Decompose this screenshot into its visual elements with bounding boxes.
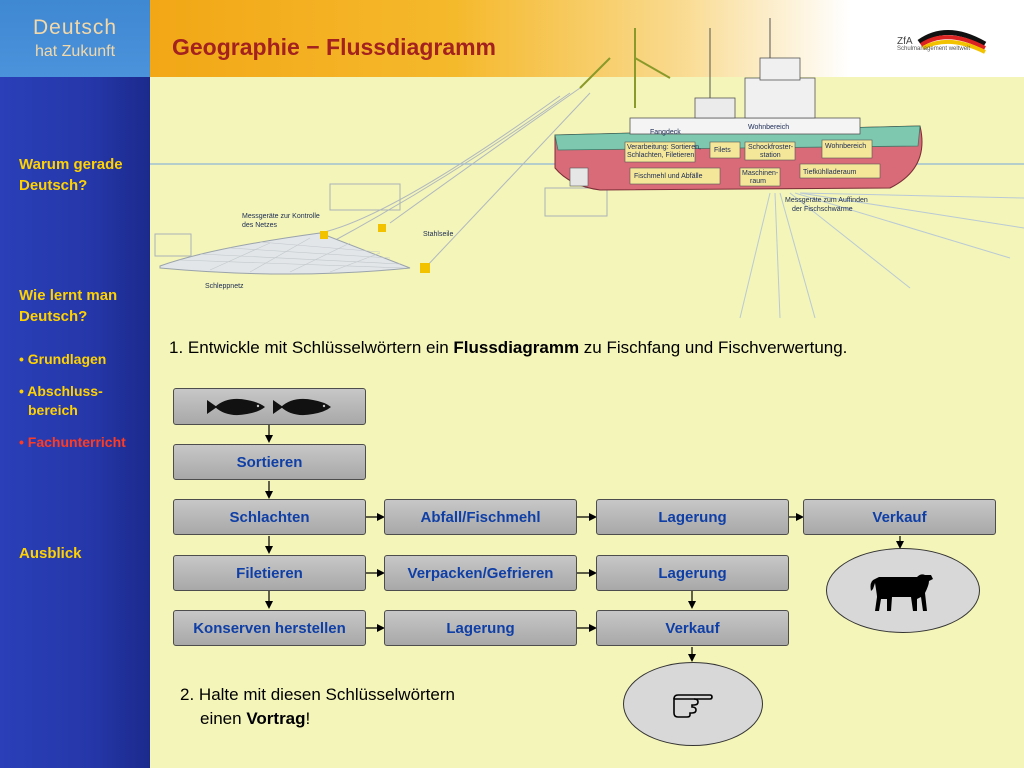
flow-box-abfall[interactable]: Abfall/Fischmehl	[384, 499, 577, 535]
label-verarbeitung: Verarbeitung: Sortieren,	[627, 144, 701, 151]
label-fischmehl: Fischmehl und Abfälle	[634, 173, 703, 180]
label-wohnbereich-top: Wohnbereich	[748, 124, 789, 131]
task2-number: 2.	[180, 685, 195, 704]
nav-sub-abschluss-line2: bereich	[28, 402, 78, 418]
task2-line2-after: !	[305, 709, 311, 728]
task1-bold: Flussdiagramm	[453, 338, 580, 357]
zfa-subtitle: Schulmanagement weltweit	[897, 46, 971, 52]
task2-line1-text: Halte mit diesen Schlüsselwörtern	[198, 685, 455, 704]
label-filets: Filets	[714, 147, 731, 154]
label-wohnbereich: Wohnbereich	[825, 143, 866, 150]
task1-text-before: Entwickle mit Schlüsselwörtern ein	[187, 338, 454, 357]
task2-line2-before: einen	[200, 709, 247, 728]
label-schleppnetz: Schleppnetz	[205, 283, 244, 290]
logo-line1: Deutsch	[32, 16, 118, 39]
zfa-arc-icon	[917, 30, 987, 54]
page-title: Geographie − Flussdiagramm	[172, 34, 497, 60]
nav-item-warum[interactable]: Warum gerade Deutsch?	[19, 154, 123, 196]
oval-cow[interactable]	[826, 548, 980, 633]
task2-bold: Vortrag	[246, 709, 306, 728]
pointing-hand-icon	[673, 694, 713, 718]
label-schockfroster2: station	[760, 152, 781, 159]
oval-hand[interactable]	[623, 662, 763, 746]
label-messgeraete-fisch2: der Fischschwärme	[792, 206, 853, 213]
task2-instruction: 2. Halte mit diesen Schlüsselwörtern ein…	[180, 683, 455, 731]
task2-line2: einen Vortrag!	[180, 707, 455, 731]
label-messgeraete-kontrolle2: des Netzes	[242, 222, 278, 229]
flow-box-filetieren[interactable]: Filetieren	[173, 555, 366, 591]
nav-item-ausblick[interactable]: Ausblick	[19, 545, 82, 562]
cow-icon	[870, 574, 933, 611]
sidebar: Deutsch hat Zukunft Warum gerade Deutsch…	[0, 0, 150, 768]
trawler-illustration: Fangdeck Wohnbereich Verarbeitung: Sorti…	[150, 18, 1024, 318]
trawl-net	[159, 224, 430, 275]
label-messgeraete-fisch: Messgeräte zum Auffinden	[785, 197, 868, 204]
flow-box-sortieren[interactable]: Sortieren	[173, 444, 366, 480]
fish-icon	[206, 398, 331, 415]
task2-line1: 2. Halte mit diesen Schlüsselwörtern	[180, 683, 455, 707]
nav-sub-abschluss-line1: • Abschluss-	[19, 383, 103, 399]
label-stahlseile: Stahlseile	[423, 231, 453, 238]
label-verarbeitung2: Schlachten, Filetieren	[627, 152, 694, 159]
logo-line2: hat Zukunft	[34, 43, 116, 60]
label-maschinen: Maschinen-	[742, 170, 779, 177]
label-schockfroster: Schockfroster-	[748, 144, 794, 151]
flow-box-lagerung-3[interactable]: Lagerung	[384, 610, 577, 646]
zfa-name: ZfA	[897, 36, 913, 47]
ship	[554, 18, 923, 191]
task1-number: 1.	[169, 338, 184, 357]
nav-item-wie-line2: Deutsch?	[19, 308, 88, 325]
nav-item-wie[interactable]: Wie lernt man Deutsch?	[19, 285, 117, 327]
task1-instruction: 1. Entwickle mit Schlüsselwörtern ein Fl…	[169, 338, 847, 358]
flow-box-verkauf-1[interactable]: Verkauf	[803, 499, 996, 535]
flow-box-konserven[interactable]: Konserven herstellen	[173, 610, 366, 646]
flow-box-lagerung-1[interactable]: Lagerung	[596, 499, 789, 535]
flow-box-verkauf-2[interactable]: Verkauf	[596, 610, 789, 646]
flow-box-lagerung-2[interactable]: Lagerung	[596, 555, 789, 591]
nav-item-warum-line2: Deutsch?	[19, 177, 88, 194]
flow-box-schlachten[interactable]: Schlachten	[173, 499, 366, 535]
flow-box-fish[interactable]	[173, 388, 366, 425]
task1-text-after: zu Fischfang und Fischverwertung.	[579, 338, 848, 357]
header-bar	[150, 0, 1024, 77]
label-maschinen2: raum	[750, 178, 766, 185]
nav-sub-abschluss[interactable]: • Abschluss- bereich	[19, 382, 103, 420]
label-messgeraete-kontrolle: Messgeräte zur Kontrolle	[242, 213, 320, 220]
flow-box-verpacken[interactable]: Verpacken/Gefrieren	[384, 555, 577, 591]
logo[interactable]: Deutsch hat Zukunft	[0, 0, 150, 77]
nav-item-wie-line1: Wie lernt man	[19, 287, 118, 304]
nav-sub-fachunterricht[interactable]: • Fachunterricht	[19, 434, 126, 450]
label-fangdeck: Fangdeck	[650, 129, 681, 136]
nav-sub-grundlagen[interactable]: • Grundlagen	[19, 351, 107, 367]
nav-item-warum-line1: Warum gerade	[19, 156, 123, 173]
label-tiefkuehl: Tiefkühlladeraum	[803, 169, 857, 176]
